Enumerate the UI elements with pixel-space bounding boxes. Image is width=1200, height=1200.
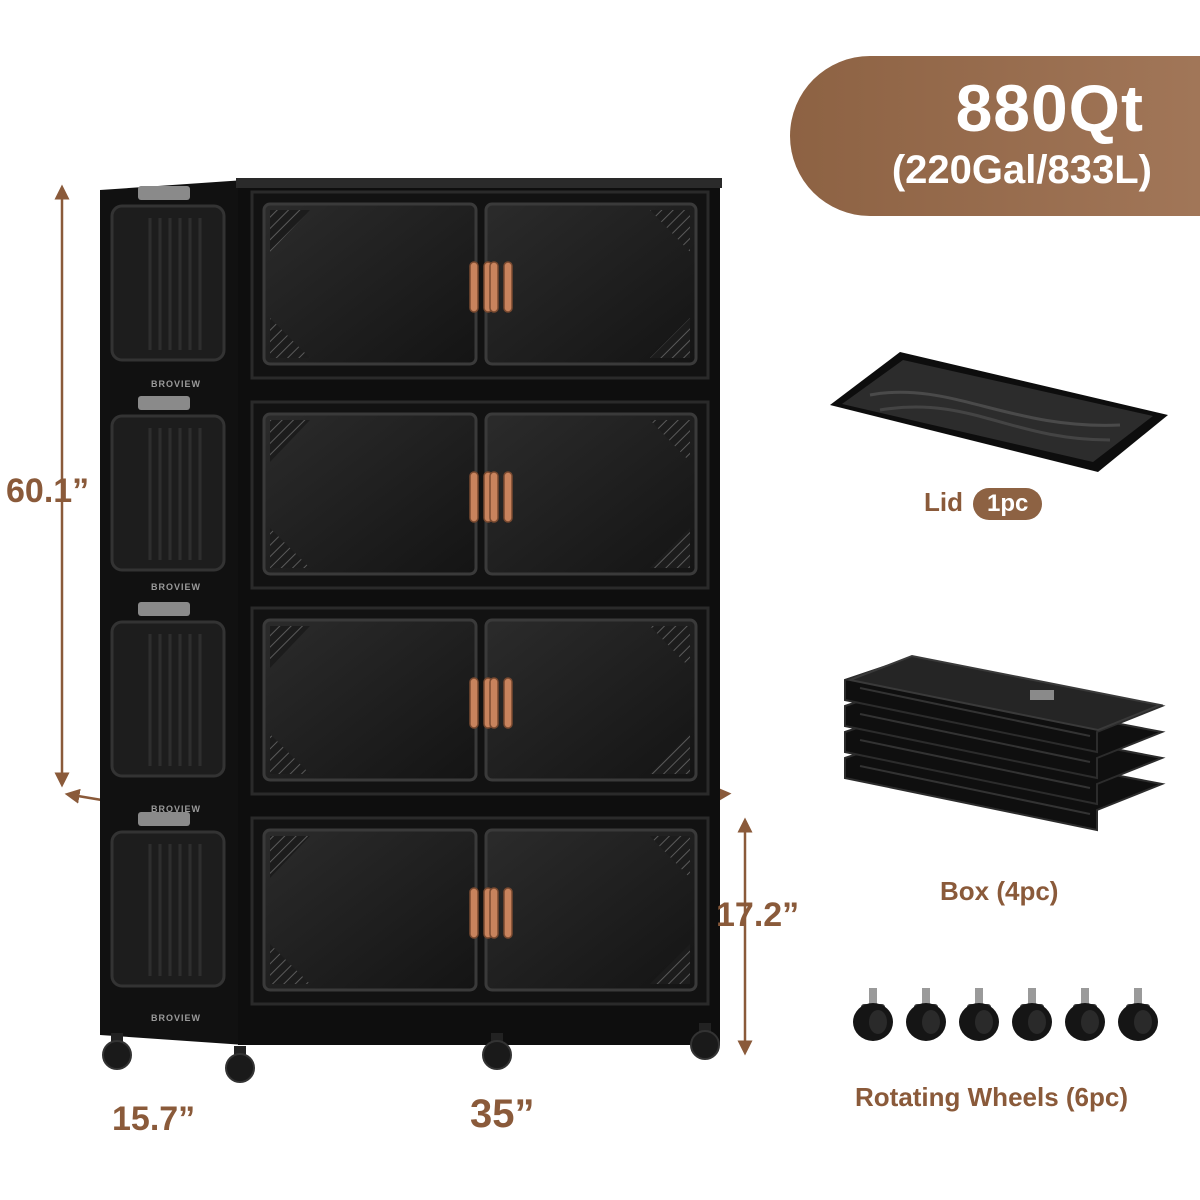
cabinet-door [484,412,698,576]
door-handle [469,471,479,523]
caster-wheel [853,988,893,1041]
cabinet-door [262,828,478,992]
brand-mark: BROVIEW [151,1013,202,1023]
caster-wheel [959,988,999,1041]
door-handle [469,887,479,939]
door-handle [503,261,513,313]
door-handle [469,261,479,313]
cabinet-tier [110,396,710,590]
cabinet-wheel [690,1030,720,1060]
brand-mark: BROVIEW [151,804,202,814]
tier-height-label: 17.2” [716,896,800,934]
cabinet-tier [110,602,710,796]
capacity-badge: 880Qt (220Gal/833L) [790,56,1200,216]
brand-mark: BROVIEW [151,582,202,592]
cabinet-door [484,202,698,366]
wheels-illustration [853,988,1158,1041]
caster-wheel [1012,988,1052,1041]
brand-mark: BROVIEW [151,379,202,389]
door-handle [489,677,499,729]
depth-label: 15.7” [112,1100,196,1138]
lid-caption: Lid 1pc [924,487,1043,520]
cabinet-wheel [482,1040,512,1070]
side-latch [138,396,190,410]
wheels-caption: Rotating Wheels (6pc) [855,1082,1129,1112]
caster-wheel [906,988,946,1041]
capacity-main: 880Qt [955,71,1144,145]
door-handle [503,471,513,523]
door-handle [503,677,513,729]
caster-wheel [1118,988,1158,1041]
cabinet-door [262,202,478,366]
door-handle [489,887,499,939]
folded-boxes-illustration [844,654,1166,832]
door-handle [489,471,499,523]
lid-qty-badge: 1pc [973,488,1043,520]
cabinet-door [484,618,698,782]
caster-wheel [1065,988,1105,1041]
lid-label: Lid [924,487,963,517]
capacity-sub: (220Gal/833L) [891,148,1152,192]
cabinet-door [262,618,478,782]
lid-illustration [830,352,1168,472]
side-latch [138,602,190,616]
door-handle [489,261,499,313]
cabinet-wheel [102,1040,132,1070]
cabinet-door [262,412,478,576]
width-label: 35” [470,1092,535,1136]
cabinet-door [484,828,698,992]
door-handle [503,887,513,939]
cabinet-wheel [225,1053,255,1083]
cabinet-tier [110,186,710,380]
box-caption: Box (4pc) [940,876,1059,906]
cabinet-tier [110,812,710,1006]
side-latch [138,812,190,826]
door-handle [469,677,479,729]
side-latch [138,186,190,200]
height-label: 60.1” [6,472,90,510]
